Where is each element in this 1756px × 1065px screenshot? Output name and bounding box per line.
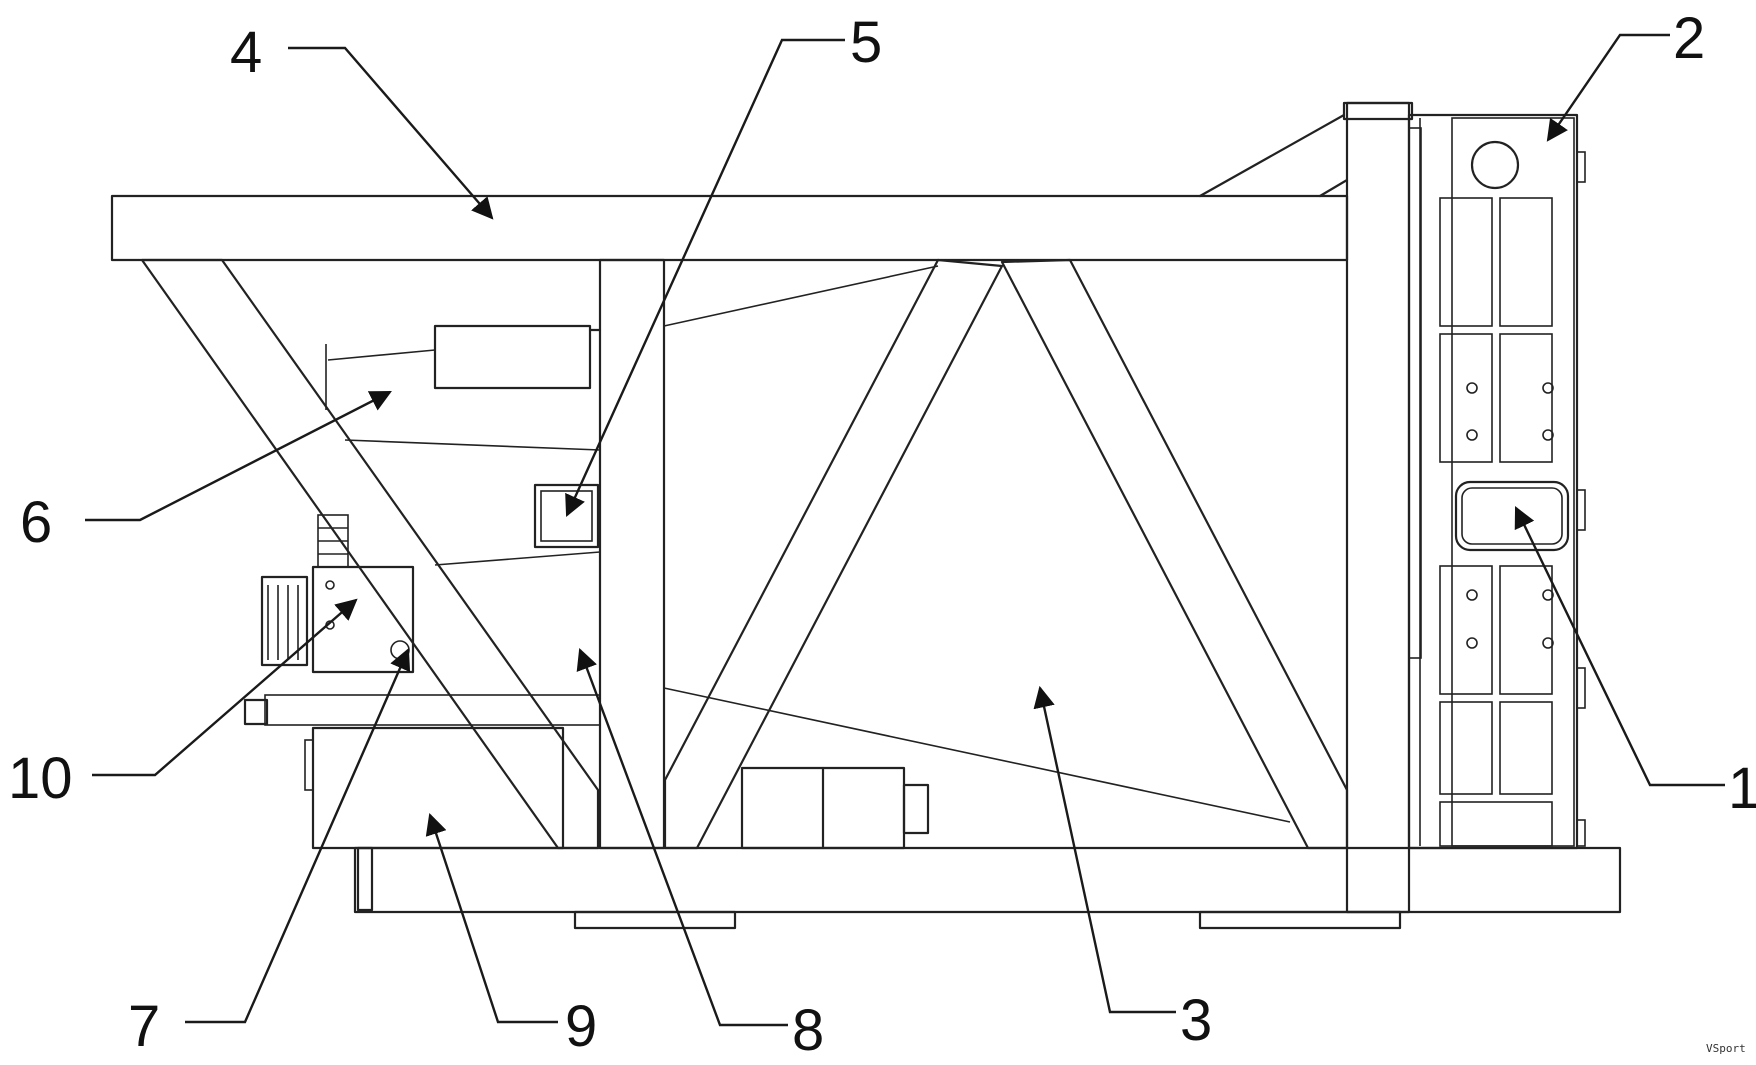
mid-post [598, 258, 666, 850]
cabinet-handle-inner [1461, 487, 1563, 545]
tie-line-lower [663, 687, 1291, 823]
cabinet-panel-2b [1499, 333, 1553, 463]
tie-line-upper [663, 265, 939, 327]
leader-5 [565, 38, 845, 517]
base-foot-left [356, 846, 374, 912]
cabinet-panel-4b [1499, 701, 1553, 795]
bottom-beam [353, 846, 1622, 914]
leader-6 [85, 390, 392, 522]
callout-9: 9 [565, 994, 597, 1059]
right-column-cap [1342, 101, 1414, 121]
callout-3: 3 [1180, 988, 1212, 1053]
leader-3 [1033, 685, 1176, 1014]
cabinet-panel-1b [1499, 197, 1553, 327]
horizontal-shaft [264, 694, 601, 726]
cabinet-hinge-4 [1576, 819, 1586, 847]
cabinet-handle-slot [1454, 480, 1570, 552]
leader-7 [185, 648, 411, 1024]
bolt [1466, 382, 1478, 394]
callout-5: 5 [850, 10, 882, 75]
callout-2: 2 [1673, 6, 1705, 71]
cabinet-hinge-2 [1576, 489, 1586, 531]
bolt [325, 580, 335, 590]
cabinet-panel-1a [1439, 197, 1493, 327]
leader-4 [288, 46, 494, 220]
watermark: VSport [1706, 1042, 1746, 1055]
base-block [311, 726, 565, 850]
side-cabinet [1407, 113, 1586, 850]
top-beam [110, 194, 1349, 262]
upper-cylinder [433, 324, 592, 390]
right-column [1345, 101, 1411, 914]
bolt [1466, 589, 1478, 601]
cabinet-side-rail [1408, 127, 1422, 659]
left-equipment [243, 324, 930, 850]
cabinet-panel-3a [1439, 565, 1493, 695]
shaft-end-cap [243, 698, 269, 726]
leader-1 [1514, 506, 1725, 787]
tie-line-mid-a [344, 439, 601, 451]
cylinder-arm [327, 349, 436, 361]
leader-9 [425, 812, 558, 1024]
base-pad-right [1198, 910, 1402, 930]
small-box [533, 483, 600, 549]
actuator-block [311, 565, 415, 674]
cabinet-round-port [1470, 140, 1520, 190]
left-diagonal-strut [140, 258, 600, 850]
callout-labels: 1 2 3 4 5 6 7 8 9 10 VSport [8, 6, 1756, 1063]
bolt [1466, 637, 1478, 649]
callout-8: 8 [792, 998, 824, 1063]
tie-line-mid-b [434, 551, 601, 566]
leader-lines [85, 33, 1725, 1027]
bolt [1542, 382, 1554, 394]
base-pad-left [573, 910, 737, 930]
callout-10: 10 [8, 746, 73, 811]
callout-1: 1 [1728, 756, 1756, 821]
center-v-strut-right [1000, 258, 1349, 850]
bolt [1466, 429, 1478, 441]
cabinet-hinge-3 [1576, 667, 1586, 709]
leader-8 [576, 647, 788, 1027]
leader-2 [1546, 33, 1670, 142]
actuator-fins [260, 575, 309, 667]
small-box-inner [540, 490, 593, 542]
top-brace-b [1318, 178, 1349, 198]
callout-4: 4 [230, 20, 262, 85]
cabinet-panel-2a [1439, 333, 1493, 463]
callout-7: 7 [128, 994, 160, 1059]
center-v-strut-left [663, 258, 1004, 850]
frame-structure [110, 101, 1622, 930]
cabinet-hinge-1 [1576, 151, 1586, 183]
callout-6: 6 [20, 490, 52, 555]
base-block-side [304, 739, 314, 791]
top-brace-a [1198, 113, 1346, 198]
bolt [1542, 429, 1554, 441]
cabinet-panel-4a [1439, 701, 1493, 795]
leader-10 [92, 598, 358, 777]
cabinet-panel-3b [1499, 565, 1553, 695]
bolt [1542, 589, 1554, 601]
cabinet-panel-bottom [1439, 801, 1553, 847]
motor-end [902, 783, 930, 835]
bolt [1542, 637, 1554, 649]
